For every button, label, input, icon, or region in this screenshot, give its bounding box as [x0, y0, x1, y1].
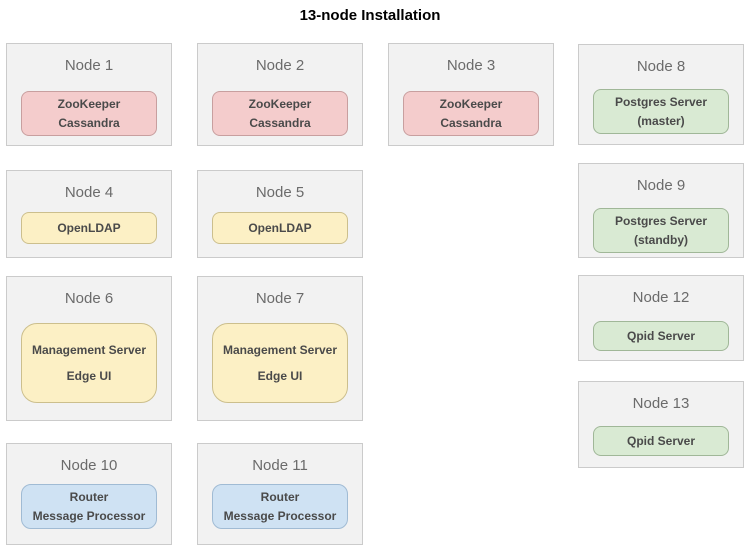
- component-label: Router: [260, 489, 300, 504]
- node-card-4: Node 4 OpenLDAP: [6, 170, 172, 258]
- page-title: 13-node Installation: [299, 7, 441, 24]
- component-label: Management Server: [31, 343, 147, 357]
- component-label: Qpid Server: [626, 433, 696, 448]
- node-title: Node 9: [636, 177, 686, 194]
- component-label: OpenLDAP: [57, 220, 121, 235]
- component-box-postgres: Postgres Server (standby): [593, 208, 729, 253]
- node-title: Node 8: [636, 58, 686, 75]
- component-label: OpenLDAP: [248, 220, 312, 235]
- node-card-12: Node 12 Qpid Server: [578, 275, 744, 361]
- node-title: Node 5: [255, 184, 305, 201]
- component-label: ZooKeeper: [439, 96, 503, 111]
- component-label: ZooKeeper: [57, 96, 121, 111]
- component-label: Edge UI: [257, 369, 303, 383]
- component-box-openldap: OpenLDAP: [21, 212, 157, 244]
- component-label: Postgres Server: [614, 94, 708, 109]
- component-label: (master): [637, 113, 685, 128]
- node-title: Node 2: [255, 57, 305, 74]
- component-label: Cassandra: [249, 115, 311, 130]
- node-title: Node 10: [60, 457, 118, 474]
- node-title: Node 4: [64, 184, 114, 201]
- node-title: Node 13: [632, 395, 690, 412]
- component-box-postgres: Postgres Server (master): [593, 89, 729, 134]
- component-label: Message Processor: [223, 508, 337, 523]
- component-label: Edge UI: [66, 369, 112, 383]
- component-box-openldap: OpenLDAP: [212, 212, 348, 244]
- node-card-13: Node 13 Qpid Server: [578, 381, 744, 468]
- node-card-9: Node 9 Postgres Server (standby): [578, 163, 744, 258]
- component-label: Management Server: [222, 343, 338, 357]
- component-label: (standby): [634, 232, 688, 247]
- component-label: Router: [69, 489, 109, 504]
- component-label: Qpid Server: [626, 328, 696, 343]
- node-title: Node 11: [252, 457, 308, 474]
- node-title: Node 6: [64, 290, 114, 307]
- component-label: Cassandra: [58, 115, 120, 130]
- component-label: ZooKeeper: [248, 96, 312, 111]
- node-title: Node 1: [64, 57, 114, 74]
- node-title: Node 7: [255, 290, 305, 307]
- node-title: Node 12: [632, 289, 690, 306]
- component-box-qpid: Qpid Server: [593, 426, 729, 456]
- component-label: Postgres Server: [614, 213, 708, 228]
- node-title: Node 3: [446, 57, 496, 74]
- node-card-8: Node 8 Postgres Server (master): [578, 44, 744, 145]
- component-label: Cassandra: [440, 115, 502, 130]
- component-box-qpid: Qpid Server: [593, 321, 729, 351]
- component-label: Message Processor: [32, 508, 146, 523]
- node-card-5: Node 5 OpenLDAP: [197, 170, 363, 258]
